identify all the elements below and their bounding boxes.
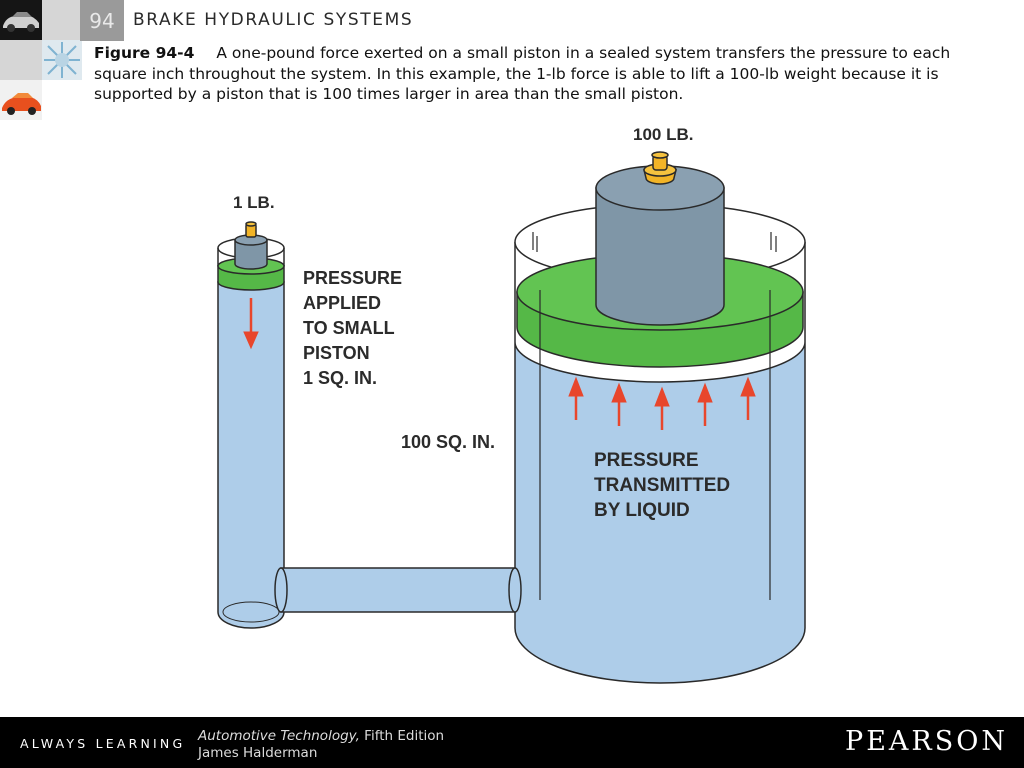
pressure-transmitted-line: PRESSURE bbox=[594, 450, 699, 471]
car-silhouette-thumbnail bbox=[0, 0, 42, 40]
figure-label: Figure 94-4 bbox=[94, 44, 194, 62]
footer-bar: ALWAYS LEARNING Automotive Technology, F… bbox=[0, 717, 1024, 768]
book-title: Automotive Technology, bbox=[198, 728, 360, 744]
pressure-transmitted-line: TRANSMITTED bbox=[594, 475, 730, 496]
pressure-applied-line: APPLIED bbox=[303, 293, 381, 313]
book-author: James Halderman bbox=[198, 745, 444, 762]
footer-book-info: Automotive Technology, Fifth Edition Jam… bbox=[198, 728, 444, 762]
grey-tile bbox=[0, 40, 42, 80]
sports-car-thumbnail bbox=[0, 80, 42, 120]
publisher-logo: PEARSON bbox=[845, 726, 1008, 757]
pressure-applied-line: PRESSURE bbox=[303, 268, 402, 288]
connecting-pipe bbox=[281, 568, 515, 612]
pressure-applied-line: PISTON bbox=[303, 343, 370, 363]
small-weight-label: 1 LB. bbox=[233, 193, 275, 212]
brake-rotor-thumbnail bbox=[42, 40, 82, 80]
pressure-applied-line: TO SMALL bbox=[303, 318, 395, 338]
footer-tagline: ALWAYS LEARNING bbox=[20, 736, 185, 751]
pressure-applied-line: 1 SQ. IN. bbox=[303, 368, 377, 388]
thumbnail-strip bbox=[0, 0, 42, 122]
pressure-applied-label: PRESSURE APPLIED TO SMALL PISTON 1 SQ. I… bbox=[303, 268, 402, 388]
large-area-label: 100 SQ. IN. bbox=[401, 432, 495, 452]
pressure-transmitted-line: BY LIQUID bbox=[594, 500, 690, 521]
hydraulic-diagram: 1 LB. 100 LB. PRESSURE APPLIED TO SMALL … bbox=[200, 118, 840, 698]
grey-tile bbox=[42, 0, 80, 40]
chapter-title: BRAKE HYDRAULIC SYSTEMS bbox=[133, 10, 413, 30]
book-edition: Fifth Edition bbox=[364, 728, 444, 744]
figure-caption-text: A one-pound force exerted on a small pis… bbox=[94, 44, 950, 103]
large-weight-label: 100 LB. bbox=[633, 125, 693, 144]
chapter-number: 94 bbox=[80, 0, 124, 41]
